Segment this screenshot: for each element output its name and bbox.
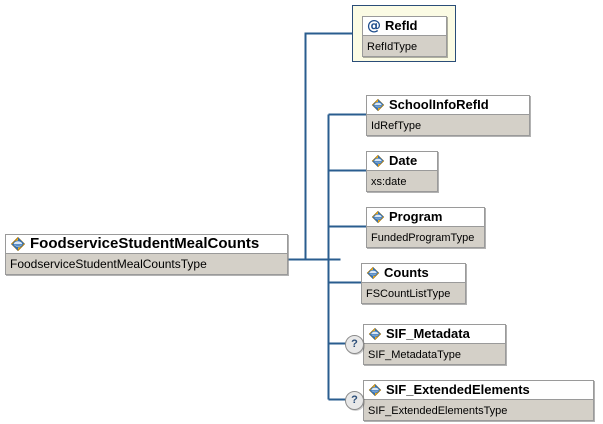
node-type-row: FoodserviceStudentMealCountsType [6,253,287,274]
node-type-label: FSCountListType [366,288,451,300]
node-type-row: FundedProgramType [367,226,484,247]
node-name-label: SIF_ExtendedElements [386,382,530,397]
element-icon [366,266,380,280]
node-name-label: Counts [384,265,429,280]
node-root-foodservicestudentmealcounts[interactable]: FoodserviceStudentMealCounts Foodservice… [5,234,288,275]
node-title-row: Counts [362,264,465,282]
node-type-row: SIF_ExtendedElementsType [364,399,593,420]
connector-to-refid [304,32,353,260]
node-title-row: @ RefId [363,17,446,35]
node-type-row: FSCountListType [362,282,465,303]
node-name-label: SIF_Metadata [386,326,470,341]
optional-marker-sif-metadata: ? [345,335,364,354]
node-title-row: Program [367,208,484,226]
node-type-label: SIF_MetadataType [368,349,461,361]
node-title-row: Date [367,152,437,170]
node-type-row: SIF_MetadataType [364,343,505,364]
attribute-at-icon: @ [367,18,381,34]
element-icon [371,210,385,224]
node-name-label: FoodserviceStudentMealCounts [30,235,260,252]
node-type-label: RefIdType [367,41,418,53]
node-type-label: SIF_ExtendedElementsType [368,405,508,417]
optional-marker-sif-extendedelements: ? [345,391,364,410]
node-name-label: Date [389,153,418,168]
node-title-row: SchoolInfoRefId [367,96,529,114]
element-icon [368,327,382,341]
node-title-row: SIF_ExtendedElements [364,381,593,399]
element-icon [10,236,26,252]
node-name-label: Program [389,209,443,224]
node-attribute-refid[interactable]: @ RefId RefIdType [362,16,447,57]
node-type-row: RefIdType [363,35,446,56]
node-element-date[interactable]: Date xs:date [366,151,438,192]
node-type-label: FundedProgramType [371,232,475,244]
node-name-label: RefId [385,18,418,33]
element-icon [371,98,385,112]
element-icon [368,383,382,397]
node-title-row: FoodserviceStudentMealCounts [6,235,287,253]
node-name-label: SchoolInfoRefId [389,97,489,112]
node-element-sif-extendedelements[interactable]: SIF_ExtendedElements SIF_ExtendedElement… [363,380,594,421]
node-type-label: IdRefType [371,120,422,132]
node-type-label: xs:date [371,176,407,188]
node-title-row: SIF_Metadata [364,325,505,343]
node-element-sif-metadata[interactable]: SIF_Metadata SIF_MetadataType [363,324,506,365]
node-type-label: FoodserviceStudentMealCountsType [10,257,207,271]
node-type-row: IdRefType [367,114,529,135]
node-element-counts[interactable]: Counts FSCountListType [361,263,466,304]
attribute-highlight-frame: @ RefId RefIdType [352,5,456,62]
node-element-program[interactable]: Program FundedProgramType [366,207,485,248]
node-type-row: xs:date [367,170,437,191]
element-icon [371,154,385,168]
node-element-schoolinforefid[interactable]: SchoolInfoRefId IdRefType [366,95,530,136]
